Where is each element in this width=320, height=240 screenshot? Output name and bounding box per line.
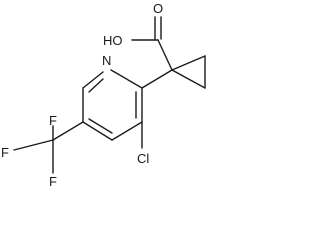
label-hydroxyl: HO xyxy=(103,33,123,48)
label-ring-nitrogen: N xyxy=(102,53,111,68)
pyridine-ring xyxy=(82,69,143,141)
label-carbonyl-oxygen: O xyxy=(153,1,163,16)
cyclopropyl-carboxylic-acid xyxy=(131,16,206,89)
trifluoromethyl-group xyxy=(13,121,84,174)
bond-cf3-f-left xyxy=(13,139,54,151)
label-fluorine-top: F xyxy=(49,113,57,128)
double-bond-c4-c5 xyxy=(88,118,113,134)
bond-c6-n xyxy=(82,71,104,89)
bond-cq-cp1 xyxy=(171,55,206,71)
bond-n-c2 xyxy=(110,69,143,89)
bond-c4-c5 xyxy=(82,121,113,141)
double-bond-c6-n xyxy=(88,78,104,93)
bond-cq-cp2 xyxy=(171,69,206,89)
bond-c2-cq xyxy=(141,69,173,89)
bond-c3-c4 xyxy=(111,121,143,141)
bond-cq-carboxyl xyxy=(157,39,173,71)
structure-diagram: HO O N Cl F F F xyxy=(1,1,206,189)
label-fluorine-left: F xyxy=(1,145,9,160)
bond-c5-cf3 xyxy=(52,121,84,141)
label-chlorine: Cl xyxy=(137,151,149,166)
label-fluorine-bottom: F xyxy=(49,174,57,189)
